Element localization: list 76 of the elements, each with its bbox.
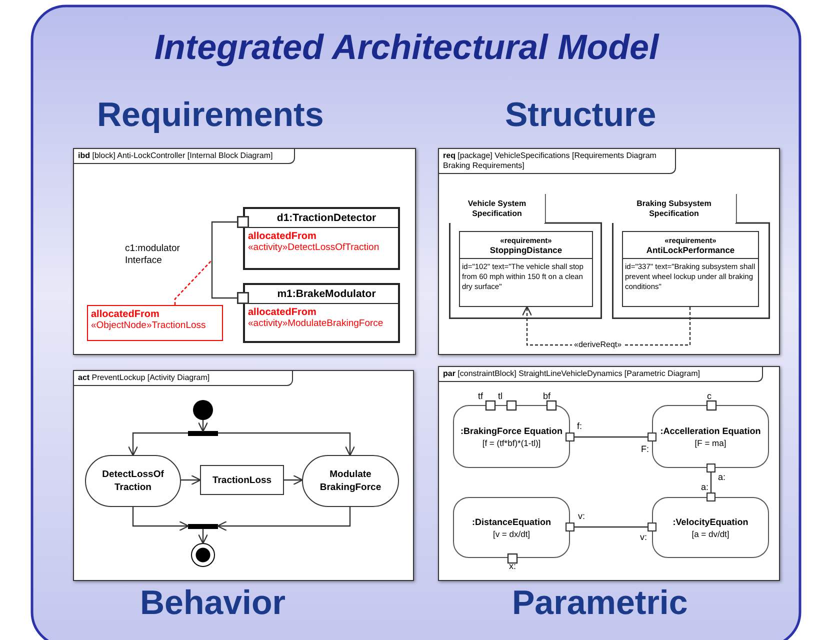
allocation-keyword: allocatedFrom (90, 308, 160, 320)
package-name: Vehicle System Specification (449, 194, 545, 223)
constraint-box (652, 405, 769, 468)
constraint-expression: [a = dv/dt] (692, 528, 730, 540)
constraint-name: :VelocityEquation (672, 516, 748, 528)
diagram-frame (438, 366, 780, 581)
port-label: v: (640, 532, 648, 542)
edge-label: «deriveReqt» (572, 340, 624, 349)
constraint-name: :DistanceEquation (472, 516, 551, 528)
part-name: m1:BrakeModulator (245, 285, 398, 304)
port-label: f: (577, 421, 582, 431)
join-bar (188, 524, 218, 529)
diagram-frame (73, 148, 416, 355)
package-box (449, 194, 602, 319)
allocation-text: «activity»ModulateBrakingForce (247, 318, 384, 329)
initial-node (193, 400, 213, 420)
requirement-box (459, 231, 593, 307)
requirement-name: AntiLockPerformance (623, 245, 758, 259)
node-label: Modulate BrakingForce (318, 468, 382, 494)
arrow (198, 420, 208, 432)
section-heading: Behavior (140, 584, 286, 623)
section-heading: Parametric (512, 584, 688, 623)
port-label: c (707, 391, 712, 401)
allocation-text: «activity»DetectLossOfTraction (247, 242, 380, 253)
arrow (218, 432, 356, 456)
package-name: Braking Subsystem Specification (612, 194, 736, 223)
constraint-box (453, 405, 570, 468)
part-box (243, 207, 400, 270)
port-label: tf (478, 391, 484, 401)
section-heading: Requirements (97, 96, 324, 135)
port-label: F: (641, 444, 649, 454)
package-box (612, 194, 770, 319)
node-label: DetectLossOf Traction (101, 468, 165, 494)
part-name: d1:TractionDetector (245, 209, 398, 228)
allocation-keyword: allocatedFrom (247, 306, 318, 318)
allocation-text: «ObjectNode»TractionLoss (90, 320, 207, 331)
diagram-frame (438, 148, 780, 355)
diagram-frame (73, 370, 414, 581)
arrow (284, 474, 304, 486)
object-node (200, 465, 284, 495)
constraint-expression: [v = dx/dt] (492, 528, 530, 540)
arrow (181, 474, 202, 486)
requirement-name: StoppingDistance (460, 245, 592, 259)
note-box (87, 305, 223, 341)
constraint-name: :Accelleration Equation (660, 424, 761, 436)
frame-heading: par [constraintBlock] StraightLineVehicleDynamics [Parametric Diagram] (439, 367, 763, 382)
constraint-name: :BrakingForce Equation (460, 424, 562, 436)
arrow (128, 432, 188, 456)
port-label: a: (718, 472, 726, 482)
frame-heading: ibd [block] Anti-LockController [Internal Block Diagram] (74, 149, 295, 164)
constraint-expression: [f = (tf*bf)*(1-tl)] (482, 436, 541, 448)
action-node (85, 455, 181, 507)
leader-line (174, 260, 212, 305)
action-node (302, 455, 399, 507)
requirement-box (622, 231, 759, 307)
constraint-expression: [F = ma] (694, 436, 726, 448)
constraint-box (652, 497, 769, 558)
port-label: v: (578, 511, 586, 521)
diagram-title: Integrated Architectural Model (153, 28, 660, 68)
arrow (132, 507, 190, 532)
allocation-keyword: allocatedFrom (247, 230, 318, 242)
port-label: a: (701, 482, 709, 492)
edge-label: c1:modulator Interface (125, 243, 181, 267)
frame-heading: req [package] VehicleSpecifications [Requirements Diagram Braking Requirements] (439, 149, 676, 174)
port-label: tl (498, 391, 502, 401)
port-label: x: (509, 561, 516, 571)
fork-bar (188, 431, 218, 436)
constraint-box (453, 497, 570, 558)
section-heading: Structure (505, 96, 656, 135)
part-box (243, 283, 400, 343)
arrow (198, 529, 208, 544)
arrow (216, 507, 351, 532)
port-label: bf (543, 391, 551, 401)
frame-heading: act PreventLockup [Activity Diagram] (74, 371, 293, 386)
final-node (191, 543, 215, 567)
node-label: TractionLoss (212, 474, 272, 486)
